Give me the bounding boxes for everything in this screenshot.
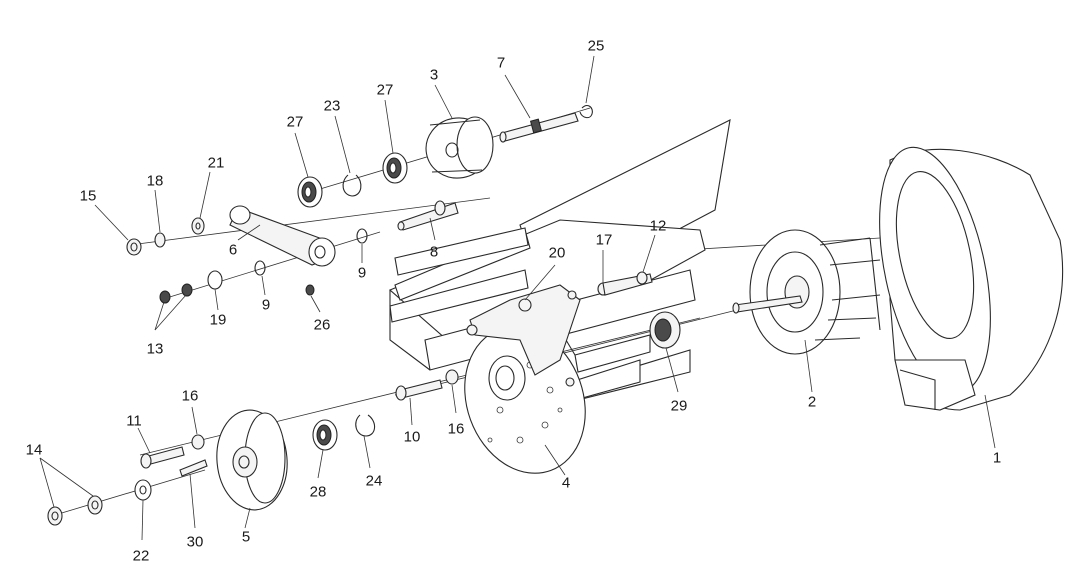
callout-16a: 16 xyxy=(182,388,199,405)
tensioner-bracket xyxy=(466,284,581,401)
callout-7: 7 xyxy=(497,55,505,72)
ring-9b xyxy=(254,260,266,276)
bolt-10 xyxy=(395,379,443,401)
bearing-28 xyxy=(312,419,338,451)
callout-19: 19 xyxy=(210,312,227,329)
nut-15 xyxy=(126,238,142,256)
callout-6: 6 xyxy=(229,242,237,259)
callout-8: 8 xyxy=(430,244,438,261)
tensioner-arm xyxy=(229,205,336,267)
callout-4: 4 xyxy=(562,475,570,492)
callout-29: 29 xyxy=(671,398,688,415)
callout-27a: 27 xyxy=(287,114,304,131)
callout-5: 5 xyxy=(242,529,250,546)
washer-22 xyxy=(134,479,152,501)
bearing-housing xyxy=(649,311,681,349)
upper-shaft xyxy=(499,112,579,143)
pin-26 xyxy=(305,284,315,296)
callout-14: 14 xyxy=(26,442,43,459)
stud-shaft-8 xyxy=(397,200,459,231)
washer-16a xyxy=(191,434,205,450)
nuts-13 xyxy=(159,283,193,304)
nuts-14 xyxy=(47,495,103,526)
callout-16b: 16 xyxy=(448,421,465,438)
callout-21: 21 xyxy=(208,155,225,172)
leader-lines xyxy=(39,55,996,541)
washer-18 xyxy=(154,232,166,248)
fan-impeller xyxy=(732,229,881,355)
ring-9a xyxy=(356,228,368,244)
callout-3: 3 xyxy=(430,67,438,84)
callout-25: 25 xyxy=(588,38,605,55)
callout-23: 23 xyxy=(324,98,341,115)
bolt-11 xyxy=(140,446,185,469)
retaining-ring-25 xyxy=(579,105,593,119)
callout-1: 1 xyxy=(993,450,1001,467)
callout-18: 18 xyxy=(147,173,164,190)
callout-17: 17 xyxy=(596,232,613,249)
callout-22: 22 xyxy=(133,548,150,565)
callout-12: 12 xyxy=(650,218,667,235)
callout-27b: 27 xyxy=(377,82,394,99)
lower-pulley xyxy=(216,409,288,511)
washer-21 xyxy=(191,217,205,235)
bearing-27b xyxy=(297,176,323,208)
callout-labels: 1 2 3 4 5 6 7 8 9 9 10 11 12 13 14 15 16… xyxy=(26,38,1002,565)
upper-pulley xyxy=(425,116,494,179)
callout-13: 13 xyxy=(147,341,164,358)
pin-17 xyxy=(597,271,653,296)
callout-9a: 9 xyxy=(358,265,366,282)
callout-2: 2 xyxy=(808,394,816,411)
washer-16b xyxy=(445,369,459,385)
callout-11: 11 xyxy=(126,413,142,430)
bearing-27a xyxy=(382,152,408,184)
retaining-ring-24 xyxy=(355,414,376,437)
fan-housing xyxy=(879,146,1064,411)
callout-9b: 9 xyxy=(262,297,270,314)
key-30 xyxy=(179,459,208,477)
callout-24: 24 xyxy=(366,473,383,490)
callout-20: 20 xyxy=(549,245,566,262)
callout-26: 26 xyxy=(314,317,331,334)
callout-15: 15 xyxy=(80,188,97,205)
callout-28: 28 xyxy=(310,484,327,501)
callout-10: 10 xyxy=(404,429,421,446)
retaining-ring-23 xyxy=(342,174,362,197)
washer-19 xyxy=(207,270,223,290)
callout-30: 30 xyxy=(187,534,204,551)
